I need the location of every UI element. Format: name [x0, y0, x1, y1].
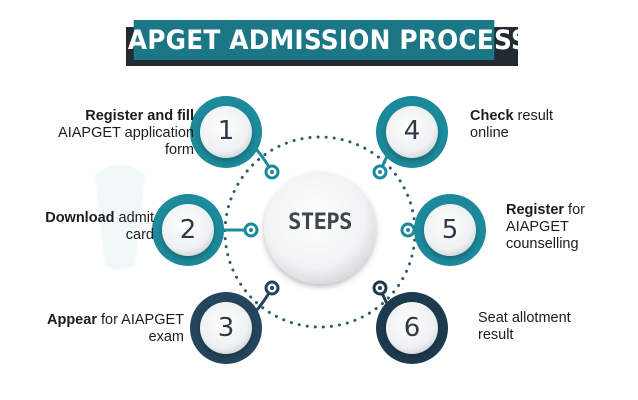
- step-4-text: Check result online: [470, 108, 630, 142]
- watermark-shape: [95, 165, 145, 270]
- step-2-inner-disc: [162, 204, 214, 256]
- step-4-connector-dot-center: [378, 170, 382, 174]
- step-2-number: 2: [179, 215, 197, 245]
- title-banner: AIAPGET ADMISSION PROCESS: [99, 20, 529, 66]
- step-1-rest: AIAPGET application form: [58, 125, 194, 158]
- step-6-text: Seat allotment result: [478, 310, 628, 344]
- step-2-connector-dot-center: [249, 228, 253, 232]
- step-5-text: Register for AIAPGET counselling: [506, 202, 634, 253]
- step-1-text: Register and fill AIAPGET application fo…: [14, 108, 194, 159]
- step-5-number: 5: [441, 215, 459, 245]
- step-5-inner-disc: [424, 204, 476, 256]
- step-6-rest: Seat allotment result: [478, 310, 571, 343]
- step-3-connector-dot-center: [270, 286, 274, 290]
- step-1-connector-dot-center: [270, 170, 274, 174]
- step-4-number: 4: [403, 116, 421, 146]
- step-5-bold: Register: [506, 202, 565, 218]
- step-6-connector-dot-center: [378, 286, 382, 290]
- step-2-bold: Download: [45, 210, 115, 226]
- watermark: [95, 165, 145, 270]
- step-6-number: 6: [403, 313, 421, 343]
- step-1-number: 1: [217, 116, 235, 146]
- step-5-rest: for AIAPGET counselling: [506, 202, 585, 252]
- step-3-text: Appear for AIAPGET exam: [14, 312, 184, 346]
- step-3-number: 3: [217, 313, 235, 343]
- hub-circle: [264, 172, 376, 284]
- step-4-rest: result online: [470, 108, 554, 141]
- step-3-inner-disc: [200, 302, 252, 354]
- page-title: AIAPGET ADMISSION PROCESS: [98, 24, 530, 56]
- step-2-rest: admit card: [118, 210, 154, 243]
- title-banner-box: AIAPGET ADMISSION PROCESS: [99, 20, 529, 60]
- step-4-inner-disc: [386, 106, 438, 158]
- hub-label: STEPS: [288, 210, 352, 235]
- step-4-bold: Check: [470, 108, 514, 124]
- step-1-inner-disc: [200, 106, 252, 158]
- step-1-bold: Register and fill: [85, 108, 194, 124]
- step-3-rest: for AIAPGET exam: [100, 312, 184, 345]
- step-3-bold: Appear: [47, 312, 97, 328]
- step-2-text: Download admit card: [14, 210, 154, 244]
- step-6-inner-disc: [386, 302, 438, 354]
- step-5-connector-dot-center: [406, 228, 410, 232]
